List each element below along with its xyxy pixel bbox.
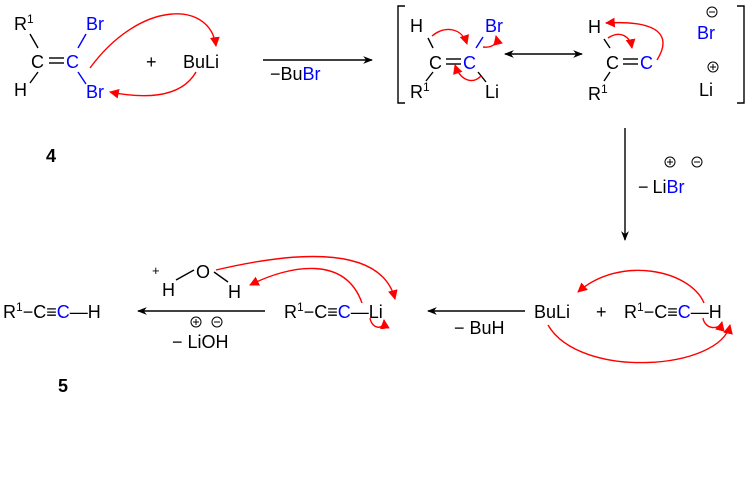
intermediate-lithium-carbenoid: H C C Br Li R1: [410, 16, 503, 102]
byproduct-libr: −LiBr: [638, 156, 703, 197]
svg-text:R1: R1: [410, 80, 430, 102]
svg-text:C: C: [429, 53, 442, 73]
bracket-right: [737, 5, 745, 104]
electron-arrow: [249, 267, 363, 304]
svg-text:+: +: [152, 263, 160, 278]
reagent-buli-2: BuLi: [534, 302, 570, 322]
terminal-alkyne: R1−C≡C—H: [624, 300, 722, 322]
product-terminal-alkyne: R1−C≡C—H: [3, 300, 101, 322]
water: + H O H: [152, 255, 398, 302]
svg-text:Br: Br: [86, 82, 104, 102]
svg-text:R1: R1: [588, 82, 608, 104]
svg-text:− LiOH: − LiOH: [172, 332, 229, 352]
svg-text:H: H: [162, 280, 175, 300]
svg-text:Br: Br: [86, 14, 104, 34]
svg-text:C: C: [463, 53, 476, 73]
svg-text:H: H: [228, 282, 241, 302]
svg-text:C: C: [606, 53, 619, 73]
svg-text:Li: Li: [485, 82, 499, 102]
svg-text:C: C: [640, 53, 653, 73]
reagent-buli: BuLi: [183, 52, 219, 72]
intermediate-vinylidene-carbene: H C C R1: [588, 17, 664, 104]
bromide-ion: Br: [697, 6, 718, 43]
svg-text:R1: R1: [14, 12, 34, 34]
lithium-ion: Li: [699, 61, 719, 100]
electron-arrow: [547, 324, 733, 364]
byproduct-buh: − BuH: [454, 318, 505, 338]
lithium-acetylide: R1−C≡C—Li: [284, 300, 383, 322]
plus-sign-2: +: [596, 302, 607, 322]
svg-text:O: O: [196, 262, 210, 282]
compound-4-dibromoalkene: R1 C C Br Br H: [14, 12, 220, 102]
compound-label-4: 4: [46, 146, 56, 166]
svg-text:H: H: [588, 17, 601, 37]
svg-text:Li: Li: [699, 80, 713, 100]
svg-text:Br: Br: [485, 16, 503, 36]
electron-arrow: [369, 317, 390, 330]
byproduct-lioh: − LiOH: [172, 316, 229, 352]
svg-text:−LiBr: −LiBr: [638, 177, 685, 197]
compound-label-5: 5: [58, 376, 68, 396]
byproduct-bubr: −BuBr: [270, 64, 321, 84]
electron-arrow: [577, 269, 705, 304]
svg-text:H: H: [14, 80, 27, 100]
plus-sign: +: [146, 52, 157, 72]
svg-text:H: H: [410, 16, 423, 36]
electron-arrow: [702, 317, 725, 332]
svg-text:Br: Br: [697, 23, 715, 43]
bracket-left: [397, 5, 405, 104]
svg-text:C: C: [31, 52, 44, 72]
svg-text:C: C: [66, 52, 79, 72]
